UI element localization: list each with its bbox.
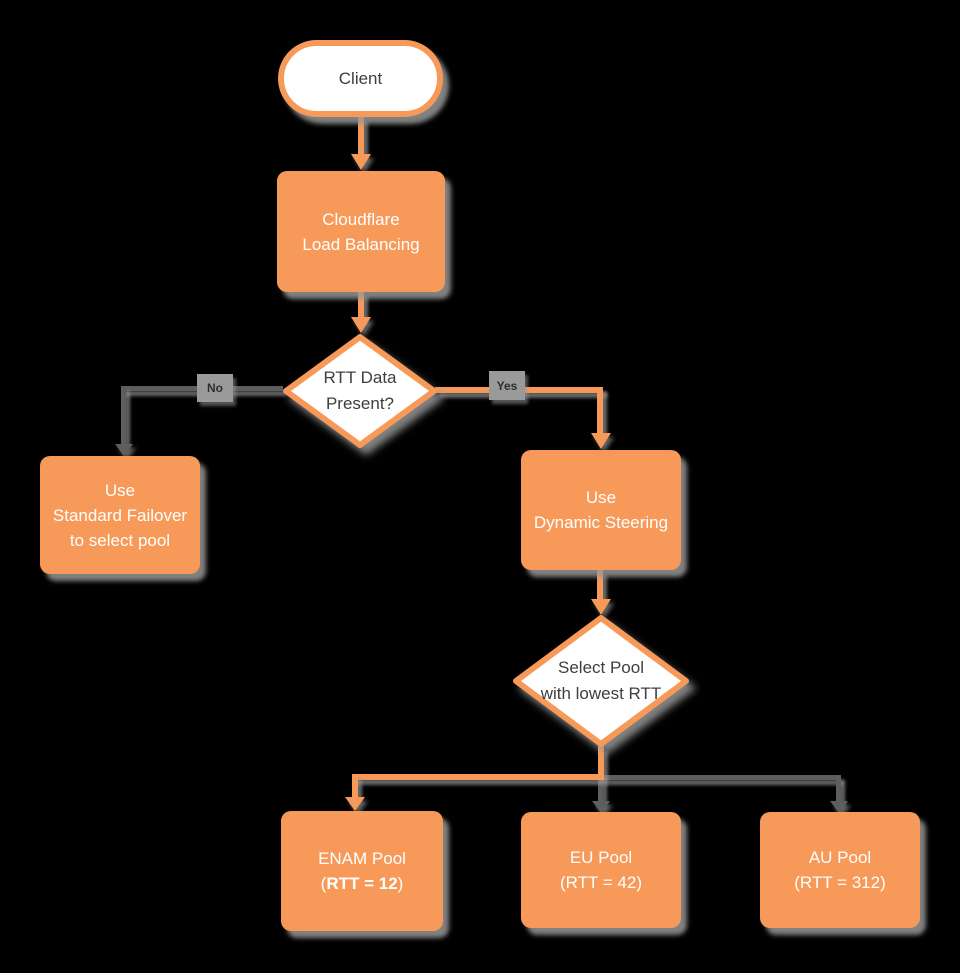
- eu-pool-node: EU Pool (RTT = 42): [521, 812, 681, 928]
- standard-failover-label-line1: Use: [104, 480, 136, 500]
- au-pool-label-line1: AU Pool: [808, 848, 872, 867]
- dynamic-steering-node: Use Dynamic Steering: [521, 450, 681, 570]
- rtt-decision-label-line1: RTT Data: [323, 368, 397, 387]
- standard-failover-label-line2: Standard Failover: [52, 505, 188, 525]
- connector-no-branch-vertical: [121, 386, 126, 444]
- dynamic-steering-label-line2: Dynamic Steering: [533, 513, 669, 532]
- arrowhead-down-icon: [592, 801, 610, 813]
- connector-yes-branch-vertical: [597, 387, 603, 434]
- client-node: Client: [278, 40, 443, 117]
- dynamic-steering-label-line1: Use: [585, 488, 617, 507]
- arrowhead-down-icon: [591, 433, 611, 449]
- enam-rtt-value: RTT = 12: [326, 874, 398, 893]
- connector-load-balancing-to-rtt-decision: [358, 291, 364, 319]
- rtt-decision-label-line2: Present?: [325, 394, 395, 413]
- edge-label-no-text: No: [207, 381, 223, 395]
- edge-label-no: No: [197, 374, 233, 402]
- eu-pool-label-line1: EU Pool: [569, 848, 633, 867]
- select-pool-label-line2: with lowest RTT: [540, 684, 662, 703]
- arrowhead-down-icon: [351, 317, 371, 333]
- select-pool-diamond: Select Pool with lowest RTT: [512, 614, 690, 748]
- arrowhead-down-icon: [351, 154, 371, 170]
- select-pool-label: Select Pool with lowest RTT: [512, 614, 690, 748]
- arrowhead-down-icon: [345, 797, 365, 811]
- arrowhead-down-icon: [115, 444, 133, 456]
- standard-failover-node: Use Standard Failover to select pool: [40, 456, 200, 574]
- enam-pool-label-line2: (RTT = 12): [321, 871, 404, 896]
- eu-pool-label-line2: (RTT = 42): [559, 873, 643, 892]
- edge-label-yes-text: Yes: [496, 378, 518, 393]
- rtt-decision-label: RTT Data Present?: [282, 333, 438, 449]
- arrowhead-down-icon: [830, 801, 848, 813]
- load-balancing-node: Cloudflare Load Balancing: [277, 171, 445, 292]
- au-pool-label-line2: (RTT = 312): [794, 873, 886, 892]
- connector-enam-branch-vertical: [352, 774, 358, 798]
- edge-label-yes: Yes: [489, 371, 525, 400]
- diamond-shape: [513, 615, 689, 747]
- load-balancing-label-line1: Cloudflare: [322, 209, 400, 229]
- connector-enam-branch-horizontal: [352, 774, 604, 780]
- rtt-decision-diamond: RTT Data Present?: [282, 333, 438, 449]
- connector-au-branch-horizontal: [604, 775, 839, 780]
- client-label: Client: [338, 68, 383, 88]
- au-pool-node: AU Pool (RTT = 312): [760, 812, 920, 928]
- select-pool-label-line1: Select Pool: [558, 658, 644, 677]
- diamond-shape: [283, 334, 437, 448]
- load-balancing-label-line2: Load Balancing: [302, 234, 420, 254]
- enam-pool-node: ENAM Pool (RTT = 12): [281, 811, 443, 931]
- connector-dynamic-steering-to-select-pool: [597, 570, 603, 601]
- connector-eu-branch-vertical: [598, 779, 603, 802]
- connector-client-to-load-balancing: [358, 116, 364, 156]
- arrowhead-down-icon: [591, 599, 611, 615]
- standard-failover-label-line3: to select pool: [69, 530, 171, 550]
- enam-rtt-prefix: (: [320, 874, 327, 893]
- enam-rtt-suffix: ): [397, 874, 404, 893]
- connector-au-branch-vertical: [836, 775, 841, 802]
- connector-select-pool-stem: [598, 746, 604, 780]
- enam-pool-label-line1: ENAM Pool: [318, 849, 406, 868]
